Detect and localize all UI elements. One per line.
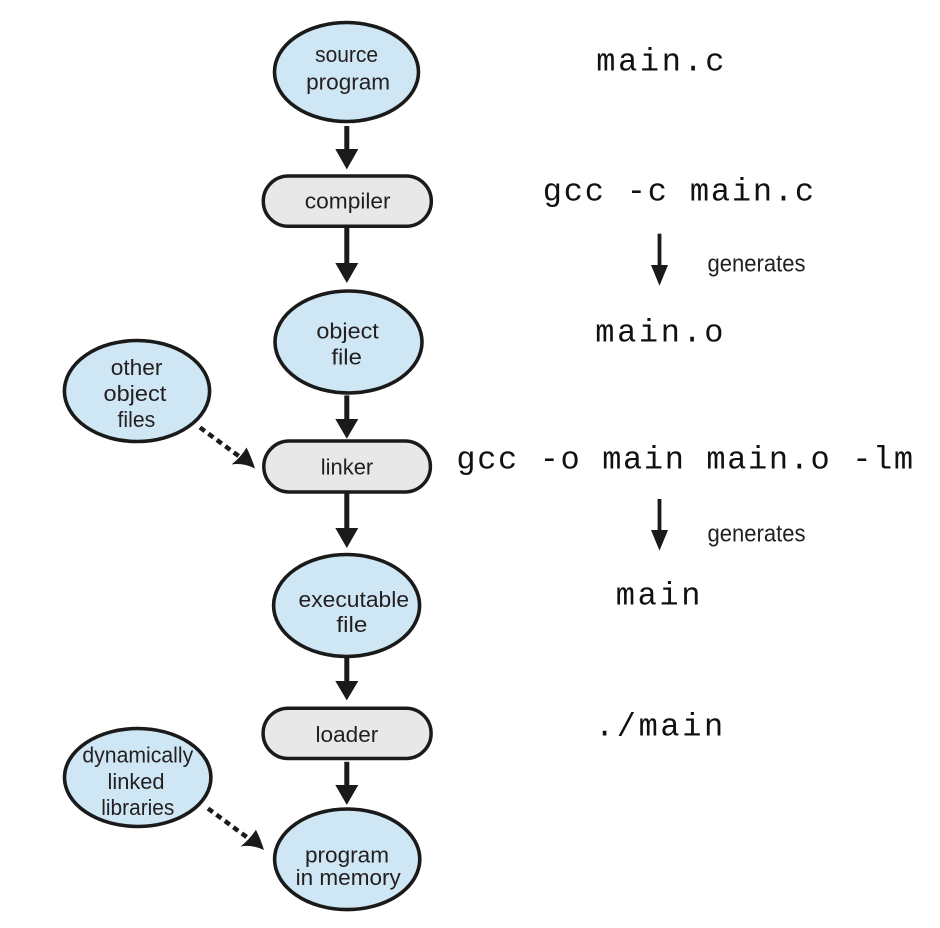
svg-text:main.o: main.o <box>595 315 726 352</box>
svg-text:object: object <box>104 381 167 406</box>
svg-text:file: file <box>331 345 362 370</box>
svg-text:generates: generates <box>708 521 806 548</box>
svg-text:generates: generates <box>708 251 806 278</box>
svg-text:in memory: in memory <box>296 865 401 890</box>
svg-text:object: object <box>316 319 378 344</box>
svg-text:libraries: libraries <box>101 795 174 820</box>
svg-text:main.c: main.c <box>596 44 727 81</box>
svg-text:main: main <box>616 578 703 615</box>
svg-text:executable: executable <box>299 587 410 612</box>
svg-text:loader: loader <box>316 722 379 747</box>
svg-text:gcc -o main main.o -lm: gcc -o main main.o -lm <box>456 441 914 478</box>
svg-text:program: program <box>306 69 390 94</box>
svg-text:dynamically: dynamically <box>82 743 193 768</box>
svg-text:./main: ./main <box>595 709 726 746</box>
svg-text:gcc -c main.c: gcc -c main.c <box>543 174 816 211</box>
svg-text:linked: linked <box>108 769 165 794</box>
svg-text:program: program <box>305 842 389 867</box>
svg-text:files: files <box>118 407 156 432</box>
svg-text:source: source <box>315 42 378 67</box>
svg-text:other: other <box>111 355 163 380</box>
svg-text:compiler: compiler <box>305 188 391 213</box>
svg-text:linker: linker <box>321 455 374 480</box>
svg-text:file: file <box>336 612 367 637</box>
